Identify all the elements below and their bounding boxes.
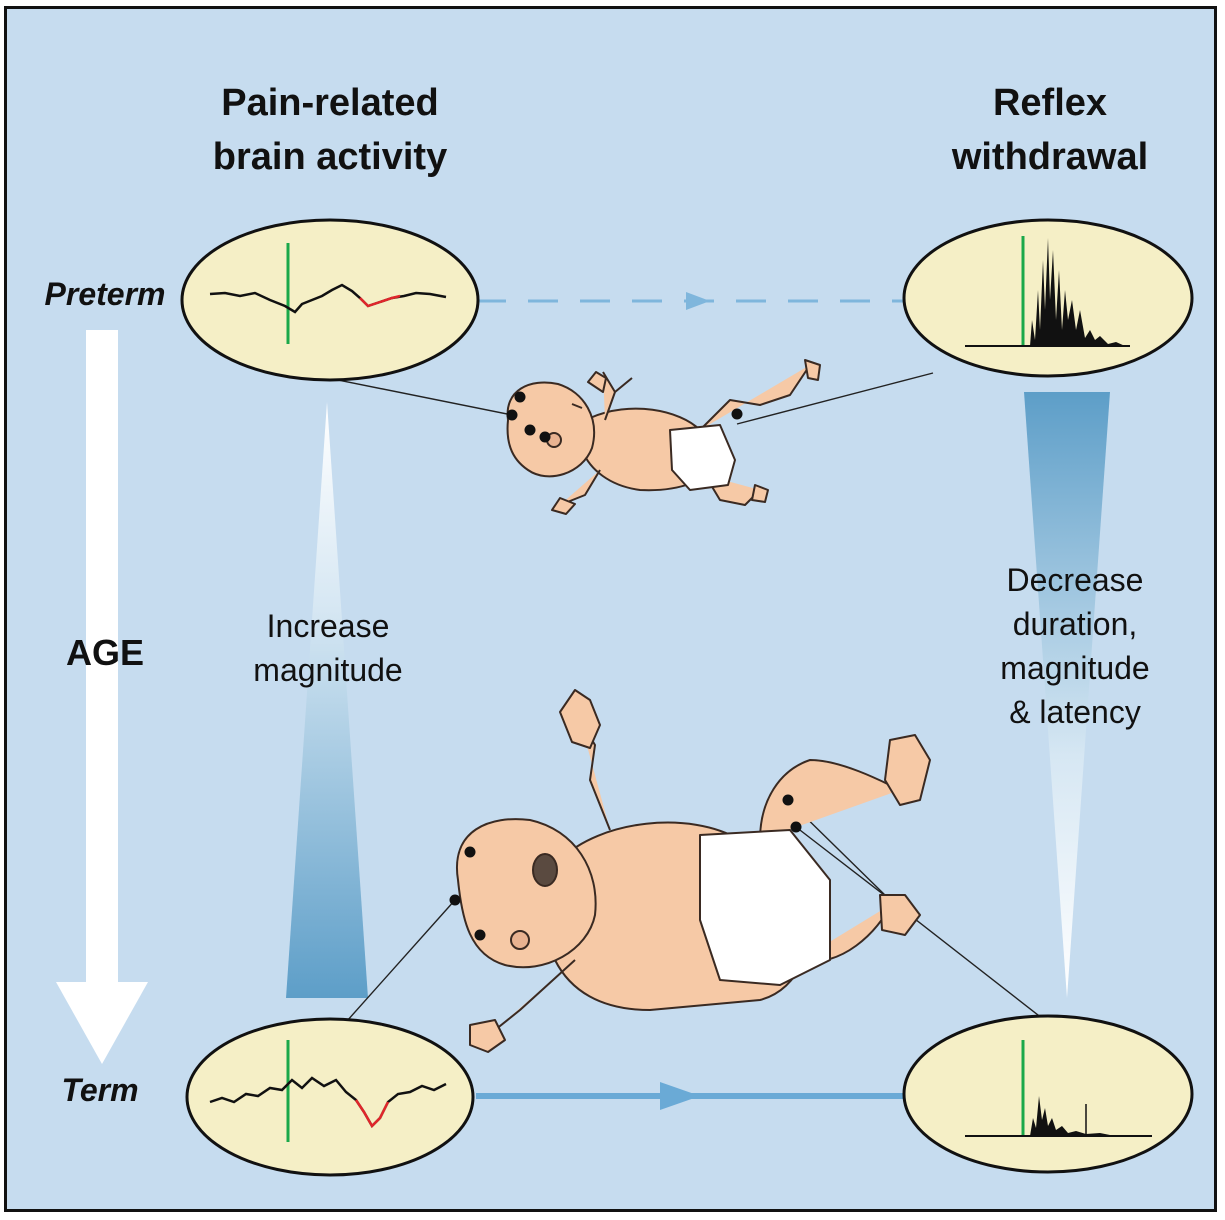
brain-heading-line-2: brain activity [180,130,480,184]
preterm-label: Preterm [30,276,180,313]
brain-trend-line-1: Increase [218,604,438,648]
brain-trend-line-2: magnitude [218,648,438,692]
term-brain-oval [187,1019,473,1175]
brain-increase-wedge [286,402,368,998]
brain-trend-note: Increase magnitude [218,604,438,692]
term-solid-arrow [476,1082,906,1110]
reflex-trend-note: Decrease duration, magnitude & latency [965,558,1185,734]
preterm-infant-illustration [508,360,820,514]
preterm-reflex-oval [904,220,1192,376]
reflex-trend-line-2: duration, [965,602,1185,646]
brain-activity-heading: Pain-related brain activity [180,76,480,184]
brain-heading-line-1: Pain-related [180,76,480,130]
term-reflex-oval [904,1016,1192,1172]
reflex-trend-line-4: & latency [965,690,1185,734]
reflex-heading-line-1: Reflex [910,76,1190,130]
reflex-heading-line-2: withdrawal [910,130,1190,184]
preterm-brain-oval [182,220,478,380]
reflex-trend-line-3: magnitude [965,646,1185,690]
term-infant-illustration [457,690,930,1052]
age-label: AGE [40,632,170,674]
age-arrow [56,330,148,1064]
preterm-dashed-arrow [476,292,904,310]
reflex-heading: Reflex withdrawal [910,76,1190,184]
reflex-trend-line-1: Decrease [965,558,1185,602]
term-label: Term [40,1072,160,1109]
